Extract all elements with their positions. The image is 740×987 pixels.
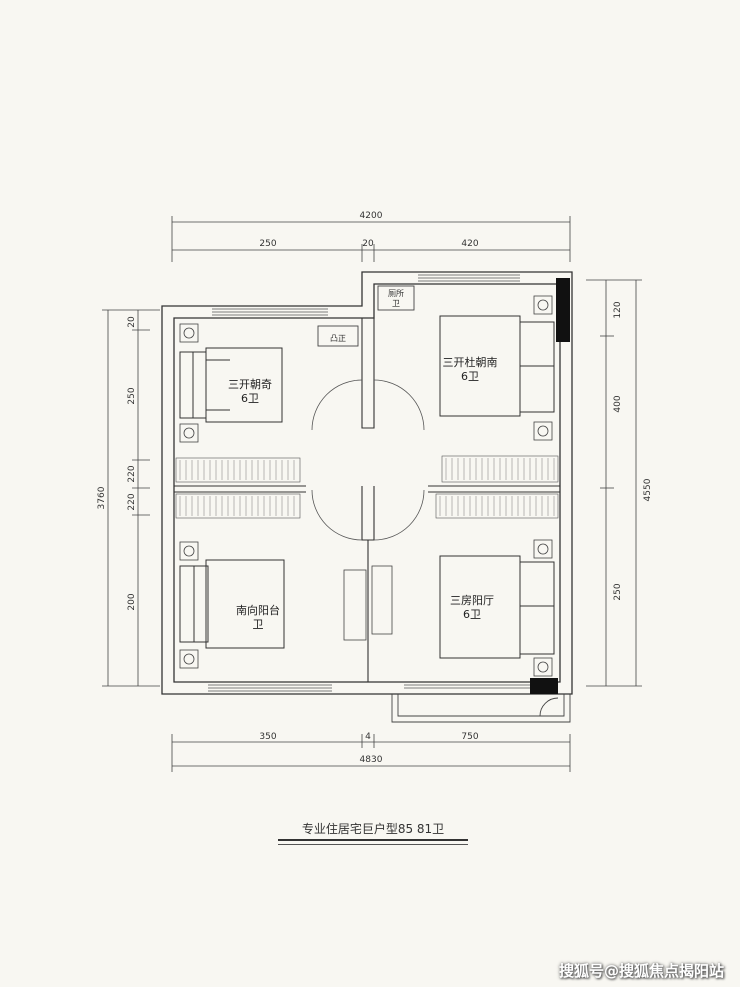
bed-top-right	[439, 315, 555, 417]
dim-right-1: 120	[613, 301, 623, 318]
bottom-dimensions	[171, 734, 571, 772]
room-bottom-left-sub: 卫	[253, 618, 264, 631]
watermark: 搜狐号@搜狐焦点揭阳站	[558, 962, 724, 980]
top-dimensions	[171, 216, 571, 262]
right-dimensions	[586, 279, 642, 687]
room-bottom-left-name: 南向阳台	[236, 603, 280, 617]
dim-left-4: 220	[127, 493, 137, 510]
dim-left-total: 3760	[97, 486, 107, 509]
corridor-furniture	[343, 565, 393, 641]
room-top-right-sub: 6卫	[461, 370, 479, 383]
closet-label: 凸正	[330, 334, 346, 343]
door-swings	[311, 379, 425, 541]
dim-right-3: 250	[613, 583, 623, 600]
bed-bottom-right	[439, 555, 555, 659]
windows	[208, 274, 530, 692]
dim-right-2: 400	[613, 395, 623, 412]
interior-walls	[174, 318, 560, 682]
nightstands	[179, 295, 553, 677]
wardrobe-hatching	[179, 458, 555, 516]
caption-underline	[278, 839, 468, 841]
dim-top-total: 4200	[360, 211, 383, 221]
dim-left-5: 200	[127, 593, 137, 610]
room-top-left-sub: 6卫	[241, 392, 259, 405]
balcony	[391, 694, 571, 723]
dim-bottom-mid: 4	[365, 732, 371, 742]
dim-bottom-left: 350	[259, 732, 276, 742]
room-top-right-name: 三开杜朝南	[443, 355, 498, 369]
dim-top-left: 250	[259, 239, 276, 249]
room-bottom-right-sub: 6卫	[463, 608, 481, 621]
left-dimensions	[102, 309, 160, 687]
top-small-label: 厕所	[388, 288, 404, 298]
dim-right-total: 4550	[643, 478, 653, 501]
wardrobes	[175, 455, 559, 519]
top-small-tag: 卫	[392, 299, 400, 308]
bed-top-left	[179, 347, 283, 423]
wall-column-top	[556, 278, 570, 342]
closet	[317, 285, 415, 347]
plan-caption: 专业住居宅巨户型85 81卫	[301, 822, 445, 836]
dim-top-mid: 20	[362, 239, 374, 249]
outer-walls	[161, 271, 573, 695]
room-top-left-name: 三开朝奇	[228, 378, 272, 391]
dim-bottom-total: 4830	[360, 755, 383, 765]
dim-bottom-right: 750	[461, 732, 478, 742]
caption-underline-thin	[278, 844, 468, 845]
room-bottom-right-name: 三房阳厅	[450, 594, 494, 607]
bed-bottom-left	[179, 559, 285, 649]
dim-top-right: 420	[461, 239, 478, 249]
dim-left-1: 20	[127, 316, 137, 328]
wall-column-bottom	[530, 678, 558, 694]
dim-left-2: 250	[127, 387, 137, 404]
dim-left-3: 220	[127, 465, 137, 482]
